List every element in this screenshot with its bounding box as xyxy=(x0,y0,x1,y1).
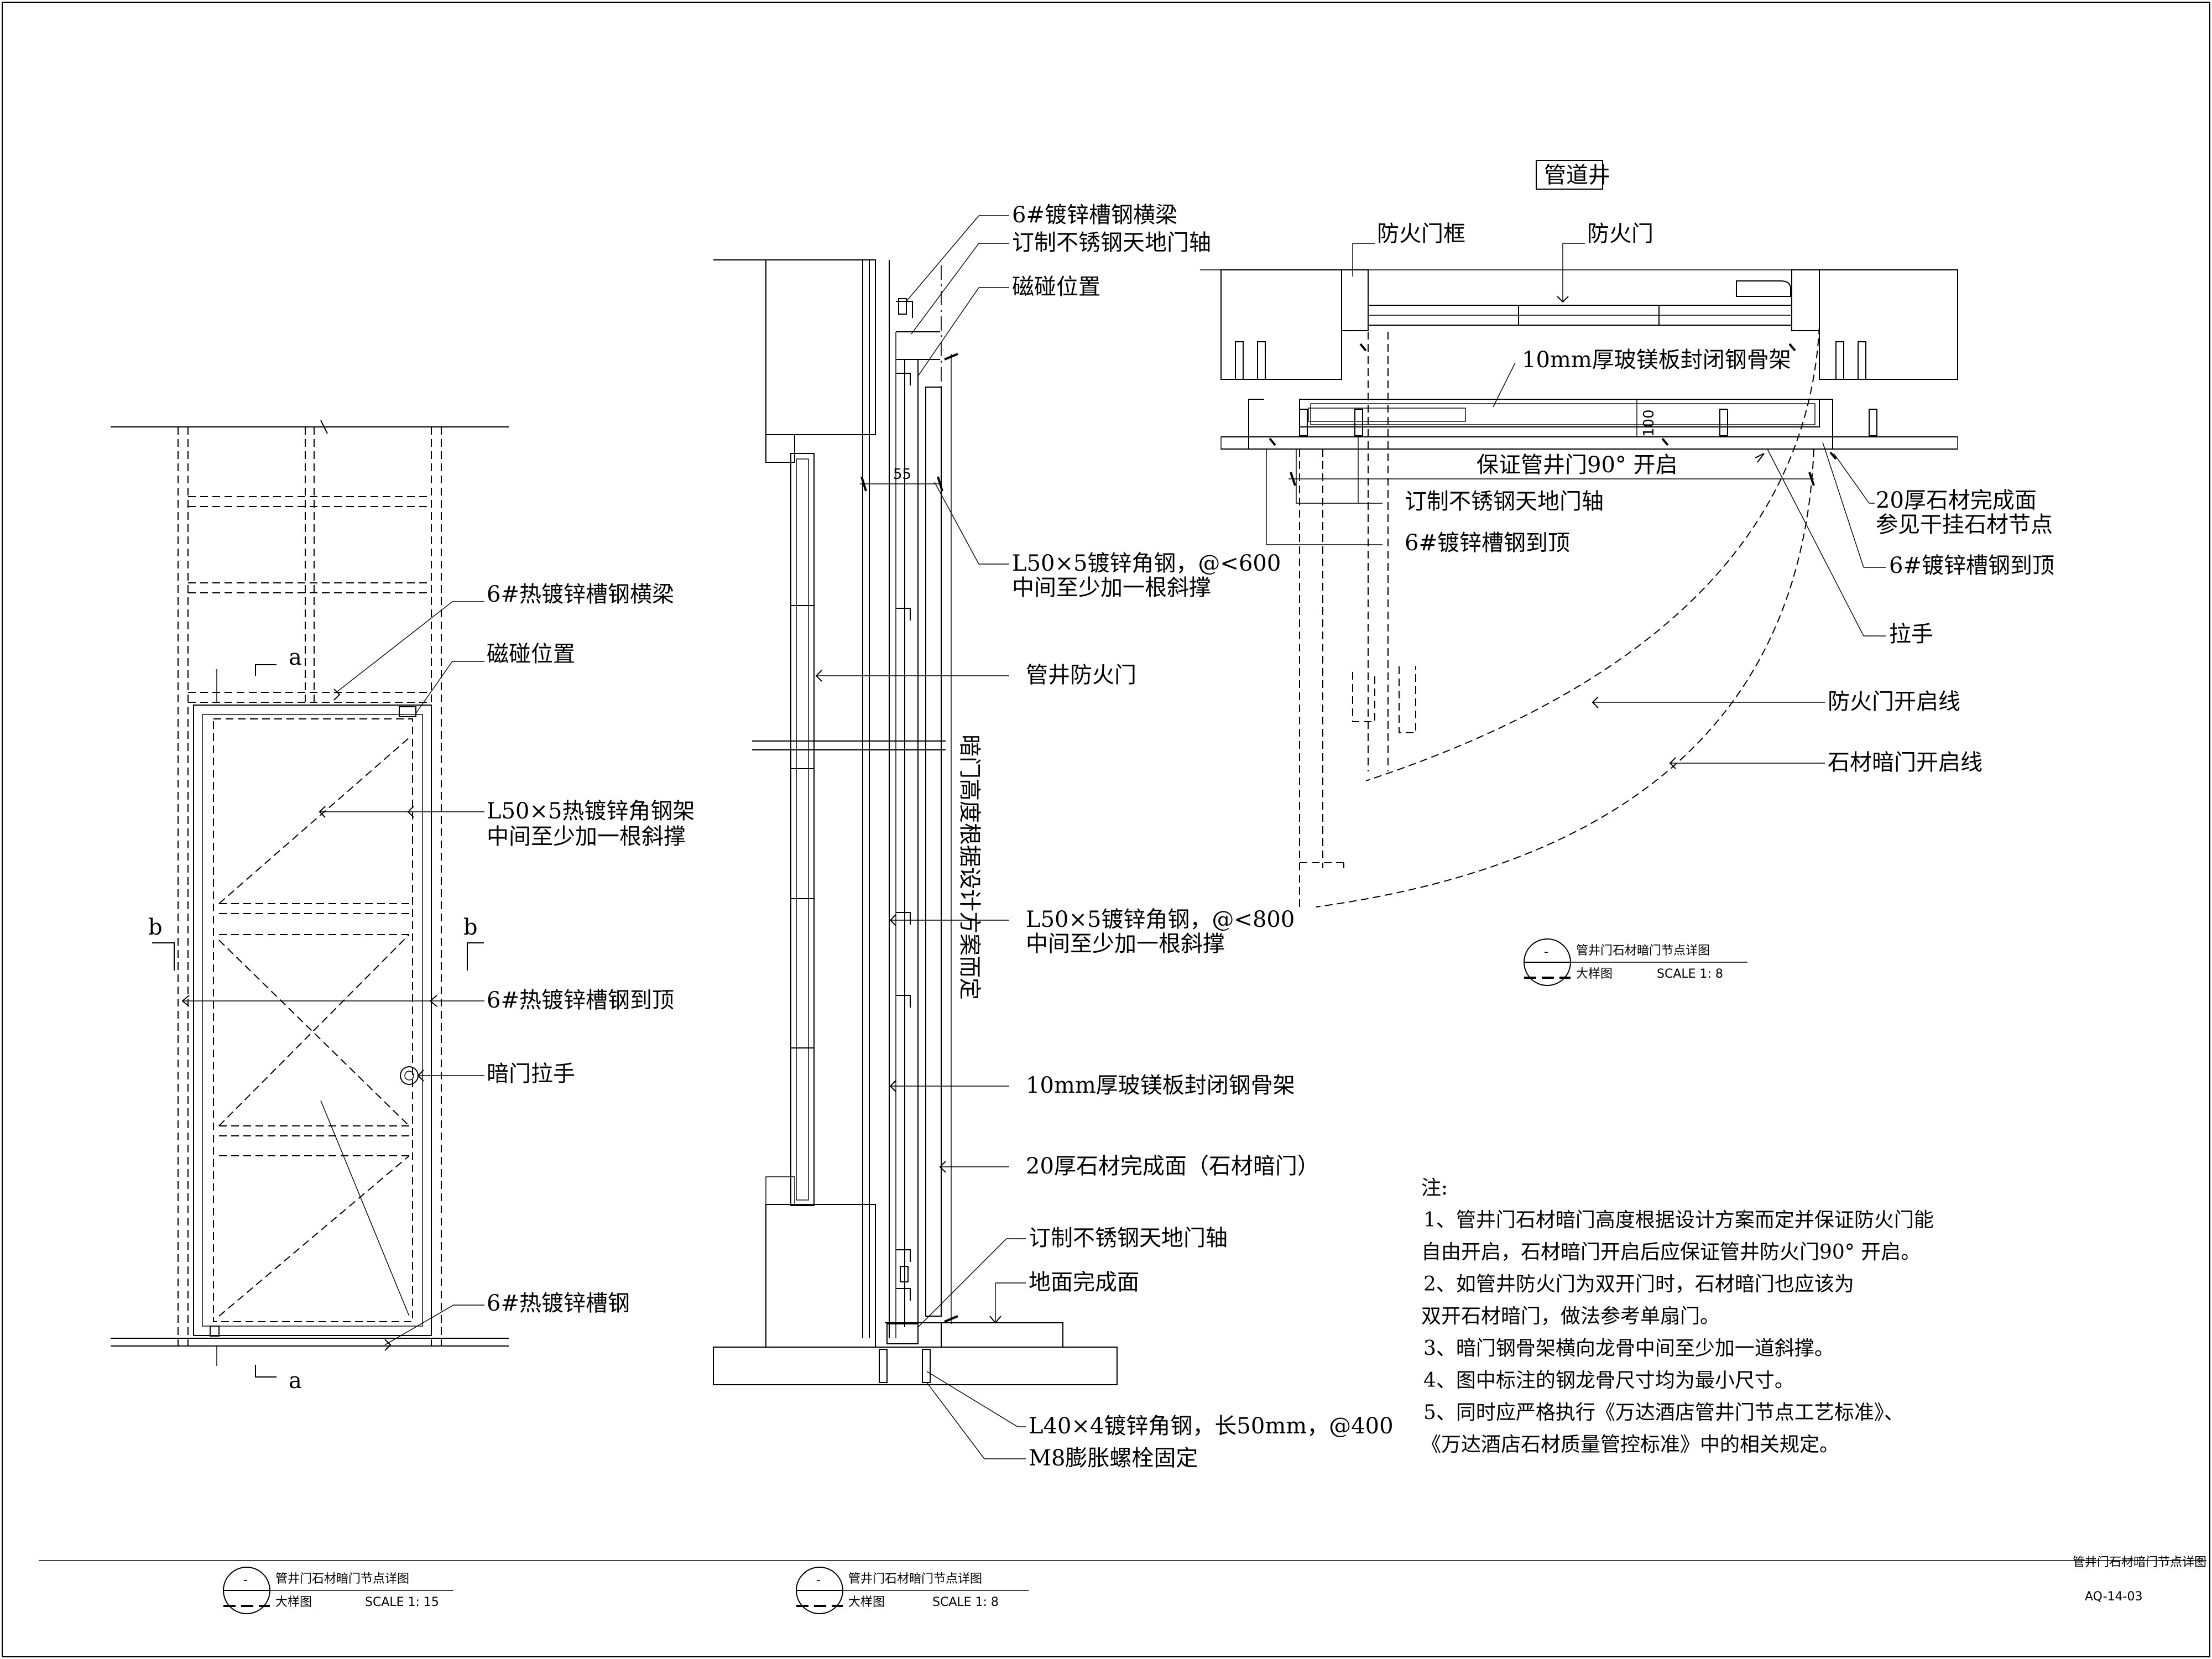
drawing-number: AQ-14-03 xyxy=(2085,1590,2142,1604)
plan-dimension: 100 xyxy=(1641,409,1657,437)
hidden-door-handle-icon xyxy=(400,1066,419,1085)
label-section-pivot-bottom: 订制不锈钢天地门轴 xyxy=(1029,1225,1228,1251)
label-fire-door-swing: 防火门开启线 xyxy=(1828,689,1960,714)
label-section-fire-door: 管井防火门 xyxy=(1026,662,1136,688)
label-magnet-position: 磁碰位置 xyxy=(487,641,575,667)
section-mark-a-top: a xyxy=(289,645,302,670)
label-section-brace-800: 中间至少加一根斜撑 xyxy=(1026,931,1225,957)
caption-elevation-title: 管井门石材暗门节点详图 xyxy=(275,1572,409,1586)
label-plan-channel-right: 6#镀锌槽钢到顶 xyxy=(1889,553,2054,578)
label-section-angle-800: L50×5镀锌角钢，@<800 xyxy=(1026,907,1295,932)
note-line-6: 4、图中标注的钢龙骨尺寸均为最小尺寸。 xyxy=(1423,1369,1794,1392)
caption-elevation-subtitle: 大样图 xyxy=(275,1595,312,1609)
caption-section-title: 管井门石材暗门节点详图 xyxy=(848,1572,982,1586)
label-section-angle-l40: L40×4镀锌角钢，长50mm，@400 xyxy=(1029,1413,1394,1439)
section-view: 55 暗门高度根据设计方案而定 xyxy=(713,259,1118,1385)
elevation-view xyxy=(111,420,509,1378)
label-stone-door-swing: 石材暗门开启线 xyxy=(1828,750,1983,775)
section-vertical-note: 暗门高度根据设计方案而定 xyxy=(957,734,982,1000)
label-plan-handle: 拉手 xyxy=(1889,622,1933,647)
caption-plan-symbol: - xyxy=(1544,945,1548,959)
label-angle-frame: L50×5热镀锌角钢架 xyxy=(487,799,695,824)
caption-elevation-symbol: - xyxy=(243,1573,248,1587)
label-plan-90-opening: 保证管井门90° 开启 xyxy=(1477,452,1678,478)
caption-plan: - 管井门石材暗门节点详图 大样图 SCALE 1: 8 xyxy=(1524,938,1747,986)
note-line-1: 1、管井门石材暗门高度根据设计方案而定并保证防火门能 xyxy=(1423,1209,1934,1232)
label-plan-stone-ref: 参见干挂石材节点 xyxy=(1876,512,2053,538)
note-line-7: 5、同时应严格执行《万达酒店管井门节点工艺标准》、 xyxy=(1423,1401,1904,1424)
label-section-bolt: M8膨胀螺栓固定 xyxy=(1029,1446,1198,1471)
notes-heading: 注: xyxy=(1421,1177,1448,1199)
label-plan-channel-left: 6#镀锌槽钢到顶 xyxy=(1405,530,1570,556)
caption-plan-subtitle: 大样图 xyxy=(1576,967,1613,981)
label-fire-door: 防火门 xyxy=(1587,221,1653,247)
label-plan-board: 10mm厚玻镁板封闭钢骨架 xyxy=(1522,347,1791,373)
elevation-labels: a a b b 6#热镀锌槽钢横梁 磁碰位置 L50×5热镀锌角钢架 中间至少加… xyxy=(148,582,695,1394)
room-tag: 管道井 xyxy=(1544,163,1610,188)
label-section-stone-face: 20厚石材完成面（石材暗门） xyxy=(1026,1154,1319,1179)
label-section-channel-beam: 6#镀锌槽钢横梁 xyxy=(1012,202,1177,228)
label-section-angle-600: L50×5镀锌角钢，@<600 xyxy=(1012,551,1281,576)
label-angle-brace: 中间至少加一根斜撑 xyxy=(487,824,686,849)
caption-section-scale: SCALE 1: 8 xyxy=(932,1595,999,1609)
label-channel-beam: 6#热镀锌槽钢横梁 xyxy=(487,582,674,607)
note-line-3: 2、如管井防火门为双开门时，石材暗门也应该为 xyxy=(1423,1273,1854,1296)
sheet-title: 管井门石材暗门节点详图 xyxy=(2073,1556,2206,1569)
caption-elevation: - 管井门石材暗门节点详图 大样图 SCALE 1: 15 xyxy=(223,1567,453,1614)
caption-elevation-scale: SCALE 1: 15 xyxy=(365,1595,439,1609)
section-labels: 6#镀锌槽钢横梁 订制不锈钢天地门轴 磁碰位置 L50×5镀锌角钢，@<600 … xyxy=(815,202,1394,1471)
note-line-8: 《万达酒店石材质量管控标准》中的相关规定。 xyxy=(1421,1433,1840,1456)
room-tag-box xyxy=(1536,160,1603,190)
section-mark-a-bottom: a xyxy=(289,1368,302,1394)
note-line-5: 3、暗门钢骨架横向龙骨中间至少加一道斜撑。 xyxy=(1423,1337,1834,1360)
label-section-board: 10mm厚玻镁板封闭钢骨架 xyxy=(1026,1073,1295,1098)
label-section-floor: 地面完成面 xyxy=(1029,1270,1139,1295)
label-section-brace-600: 中间至少加一根斜撑 xyxy=(1012,575,1211,601)
label-fire-door-frame: 防火门框 xyxy=(1377,221,1465,247)
label-plan-stone-face: 20厚石材完成面 xyxy=(1876,488,2037,513)
note-line-2: 自由开启，石材暗门开启后应保证管井防火门90° 开启。 xyxy=(1421,1241,1921,1264)
note-line-4: 双开石材暗门，做法参考单扇门。 xyxy=(1421,1305,1720,1328)
general-notes: 注: 1、管井门石材暗门高度根据设计方案而定并保证防火门能 自由开启，石材暗门开… xyxy=(1421,1172,1974,1461)
label-channel-to-top: 6#热镀锌槽钢到顶 xyxy=(487,988,674,1013)
plan-labels: 防火门框 防火门 10mm厚玻镁板封闭钢骨架 保证管井门90° 开启 订制不锈钢… xyxy=(1266,221,2054,775)
caption-plan-scale: SCALE 1: 8 xyxy=(1657,967,1723,981)
label-section-pivot-top: 订制不锈钢天地门轴 xyxy=(1012,230,1211,255)
caption-section-subtitle: 大样图 xyxy=(848,1595,885,1609)
section-mark-b-left: b xyxy=(148,915,163,940)
caption-section: - 管井门石材暗门节点详图 大样图 SCALE 1: 8 xyxy=(796,1567,1029,1614)
label-section-magnet: 磁碰位置 xyxy=(1012,274,1100,300)
plan-view: 管道井 xyxy=(1200,160,1958,907)
section-mark-b-right: b xyxy=(463,915,478,940)
section-dimension: 55 xyxy=(893,466,911,483)
caption-section-symbol: - xyxy=(816,1573,821,1587)
label-channel: 6#热镀锌槽钢 xyxy=(487,1291,630,1316)
label-plan-pivot: 订制不锈钢天地门轴 xyxy=(1405,489,1604,514)
caption-plan-title: 管井门石材暗门节点详图 xyxy=(1576,944,1710,958)
label-door-handle: 暗门拉手 xyxy=(487,1061,575,1087)
